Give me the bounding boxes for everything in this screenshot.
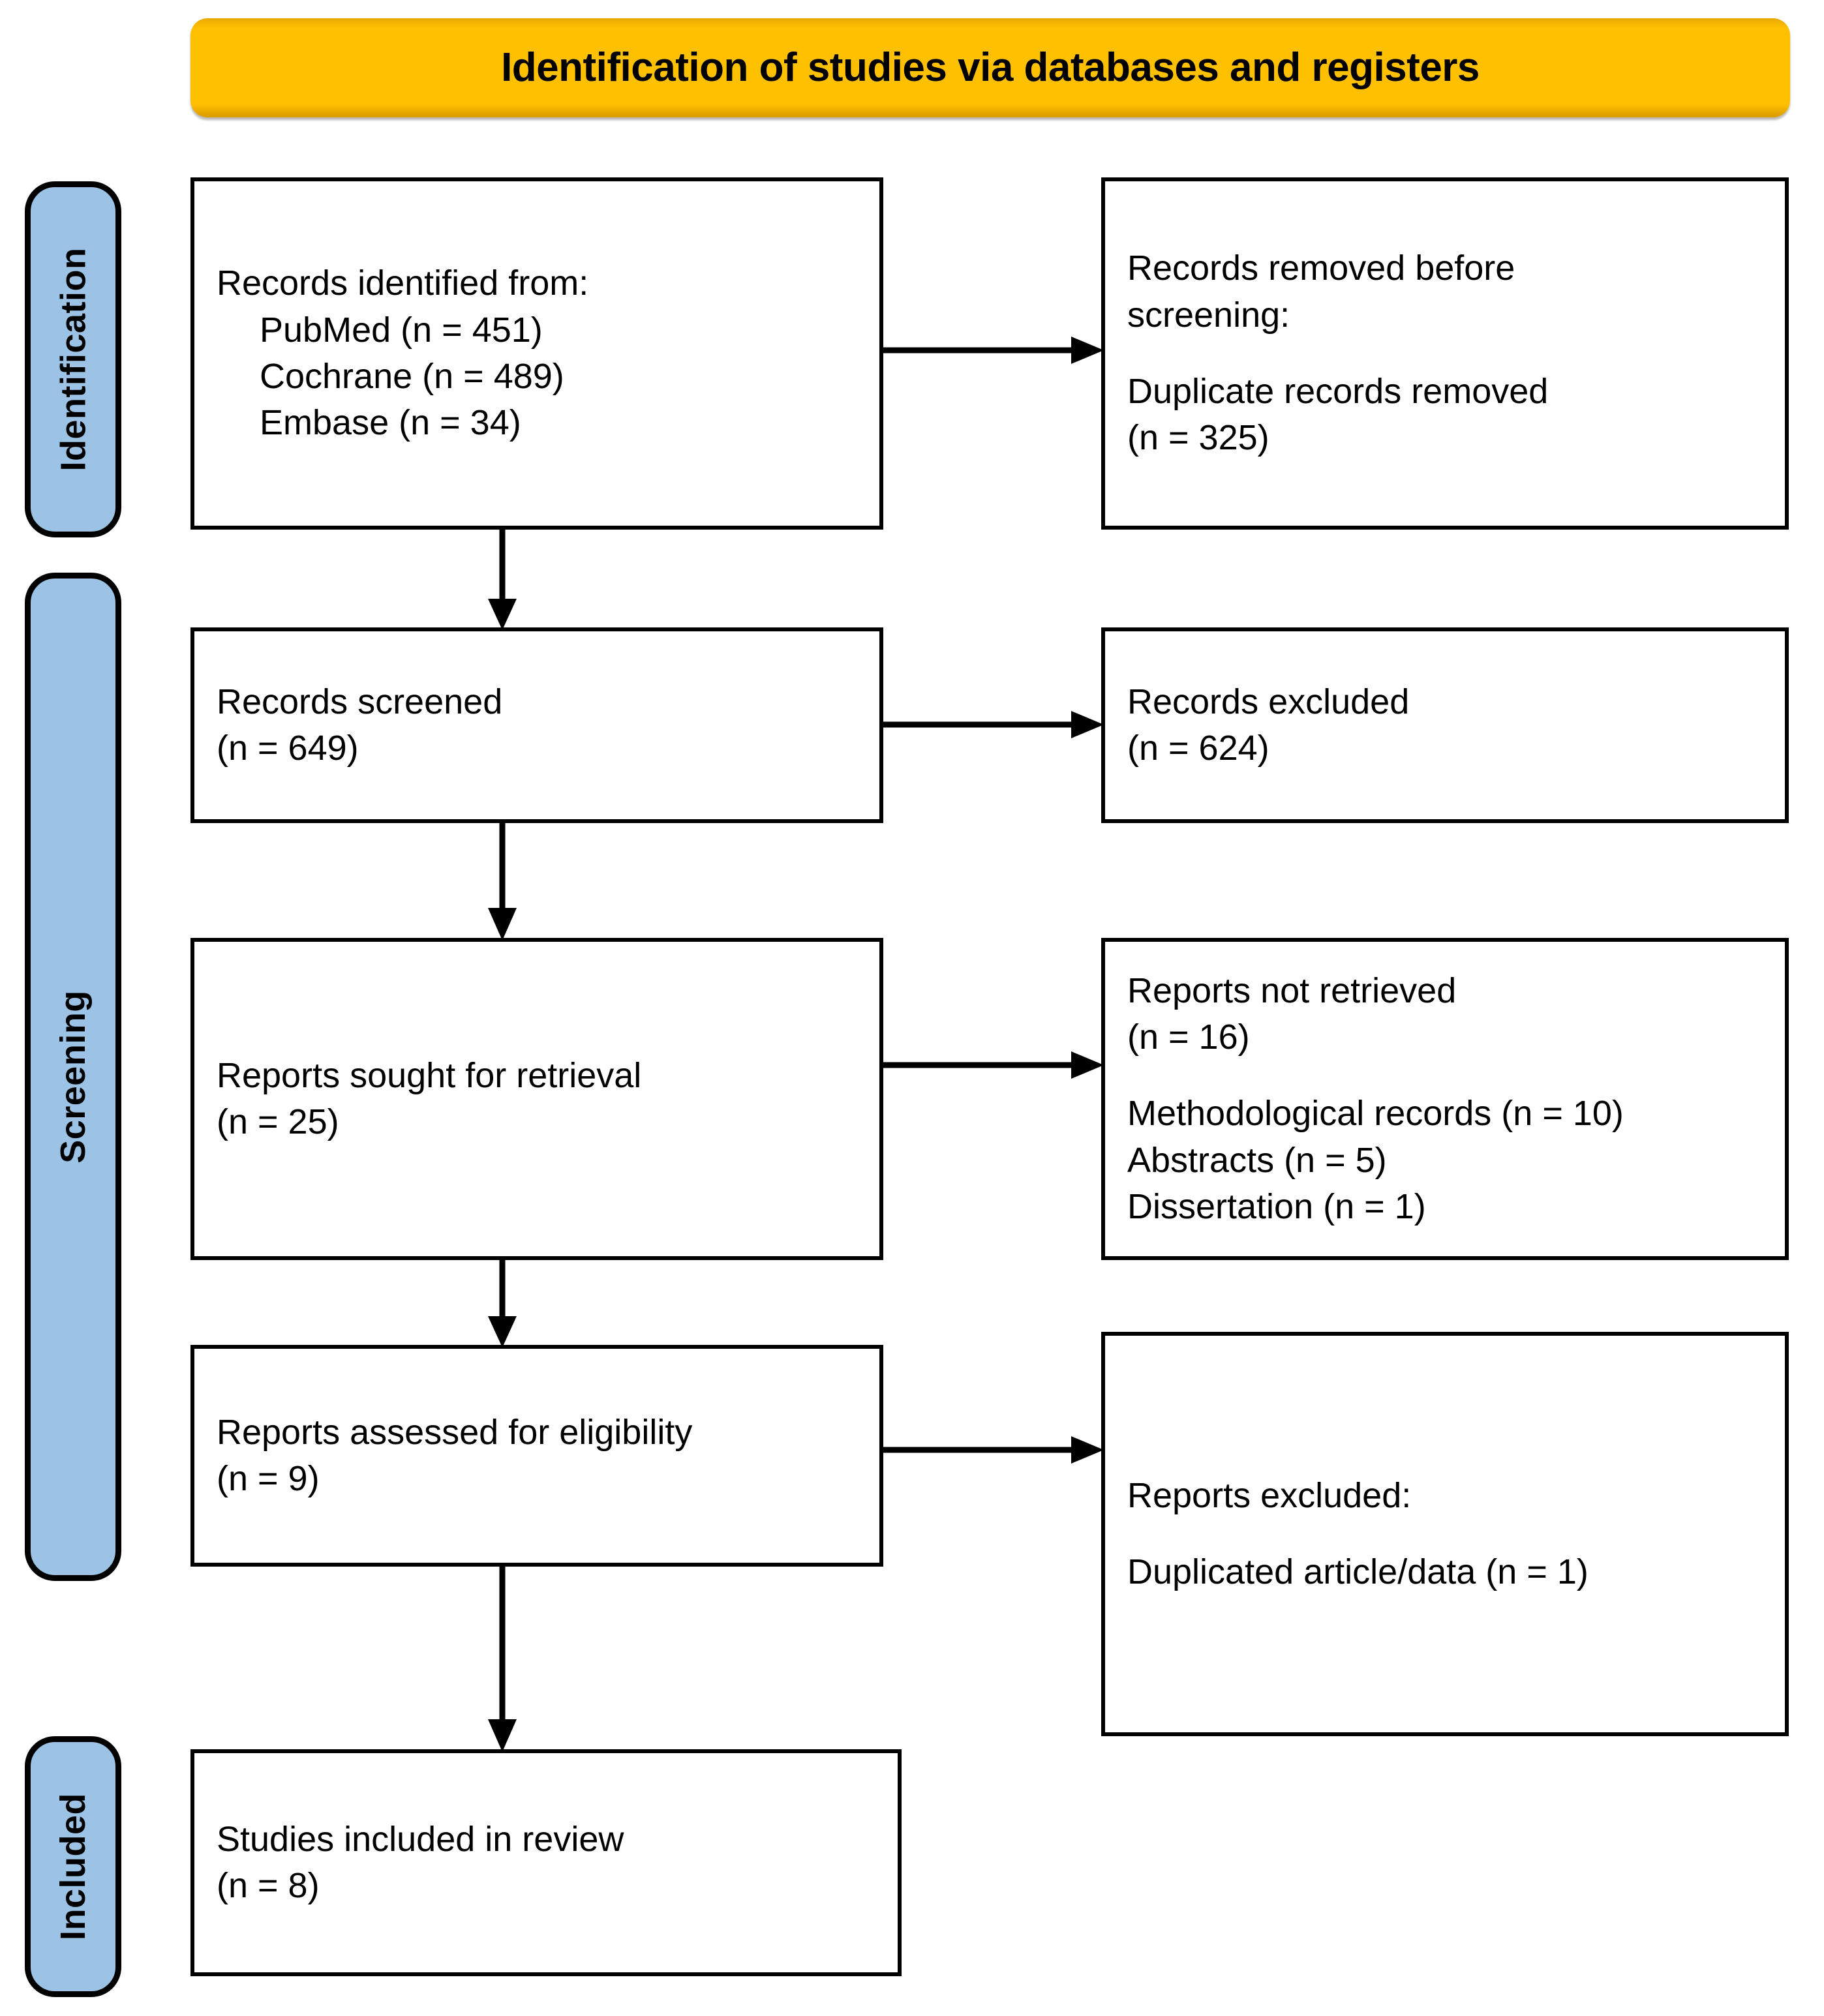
box-reports-excluded: Reports excluded: Duplicated article/dat… (1101, 1332, 1789, 1736)
stage-label-screening: Screening (25, 573, 121, 1581)
records-identified-embase: Embase (n = 34) (260, 403, 521, 443)
records-identified-heading: Records identified from: (217, 263, 589, 303)
box-records-excluded: Records excluded (n = 624) (1101, 627, 1789, 823)
box-reports-sought-for-retrieval: Reports sought for retrieval (n = 25) (190, 938, 883, 1260)
stage-label-included: Included (25, 1736, 121, 1997)
box-records-removed-before-screening: Records removed before screening: Duplic… (1101, 177, 1789, 530)
records-identified-cochrane: Cochrane (n = 489) (260, 357, 564, 396)
records-excluded-label: Records excluded (1127, 682, 1410, 721)
reports-excluded-heading: Reports excluded: (1127, 1475, 1412, 1515)
stage-label-identification: Identification (25, 181, 121, 537)
reports-assessed-count: (n = 9) (217, 1459, 320, 1498)
box-studies-included-in-review: Studies included in review (n = 8) (190, 1749, 902, 1976)
box-reports-assessed-for-eligibility: Reports assessed for eligibility (n = 9) (190, 1345, 883, 1567)
arrow-identified-to-removed (879, 334, 1105, 367)
arrow-assessed-to-reports-excluded (879, 1434, 1105, 1466)
records-removed-heading-prefix: Records removed (1127, 248, 1416, 288)
studies-included-label: Studies included in review (217, 1819, 624, 1859)
reports-not-retrieved-methodological: Methodological records (n = 10) (1127, 1094, 1624, 1134)
reports-excluded-spacer (1127, 1519, 1763, 1549)
reports-excluded-duplicated: Duplicated article/data (n = 1) (1127, 1552, 1588, 1591)
records-removed-spacer (1127, 339, 1763, 369)
studies-included-count: (n = 8) (217, 1866, 320, 1905)
stage-label-identification-text: Identification (53, 247, 93, 472)
records-removed-heading-line2: screening: (1127, 292, 1763, 339)
reports-not-retrieved-dissertation: Dissertation (n = 1) (1127, 1186, 1426, 1226)
records-identified-pubmed: PubMed (n = 451) (260, 310, 543, 350)
records-removed-heading-italic-before: before (1415, 248, 1515, 288)
reports-not-retrieved-abstracts: Abstracts (n = 5) (1127, 1140, 1387, 1180)
arrow-identified-to-screened (483, 526, 522, 631)
arrow-sought-to-assessed (483, 1256, 522, 1349)
box-records-screened: Records screened (n = 649) (190, 627, 883, 823)
records-removed-duplicates-label: Duplicate records removed (1127, 372, 1549, 411)
diagram-title-banner: Identification of studies via databases … (190, 18, 1790, 117)
reports-assessed-label: Reports assessed for eligibility (217, 1412, 693, 1452)
reports-not-retrieved-count: (n = 16) (1127, 1017, 1250, 1057)
reports-sought-label: Reports sought for retrieval (217, 1055, 642, 1095)
arrow-screened-to-sought (483, 819, 522, 942)
arrow-screened-to-excluded (879, 708, 1105, 741)
diagram-title-text: Identification of studies via databases … (501, 44, 1480, 90)
records-removed-heading-line1: Records removed before (1127, 245, 1763, 292)
reports-not-retrieved-label: Reports not retrieved (1127, 970, 1457, 1010)
reports-not-retrieved-spacer (1127, 1061, 1763, 1091)
box-reports-not-retrieved: Reports not retrieved (n = 16) Methodolo… (1101, 938, 1789, 1260)
records-removed-heading-italic-screening: screening (1127, 295, 1281, 335)
stage-label-included-text: Included (53, 1792, 93, 1941)
records-excluded-count: (n = 624) (1127, 729, 1269, 768)
records-removed-duplicates-count: (n = 325) (1127, 418, 1269, 458)
records-screened-label: Records screened (217, 682, 503, 721)
stage-label-screening-text: Screening (53, 990, 93, 1164)
arrow-assessed-to-included (483, 1563, 522, 1753)
box-records-identified: Records identified from: PubMed (n = 451… (190, 177, 883, 530)
arrow-sought-to-not-retrieved (879, 1049, 1105, 1081)
reports-sought-count: (n = 25) (217, 1102, 339, 1141)
records-screened-count: (n = 649) (217, 729, 359, 768)
records-removed-heading-colon: : (1280, 295, 1290, 335)
